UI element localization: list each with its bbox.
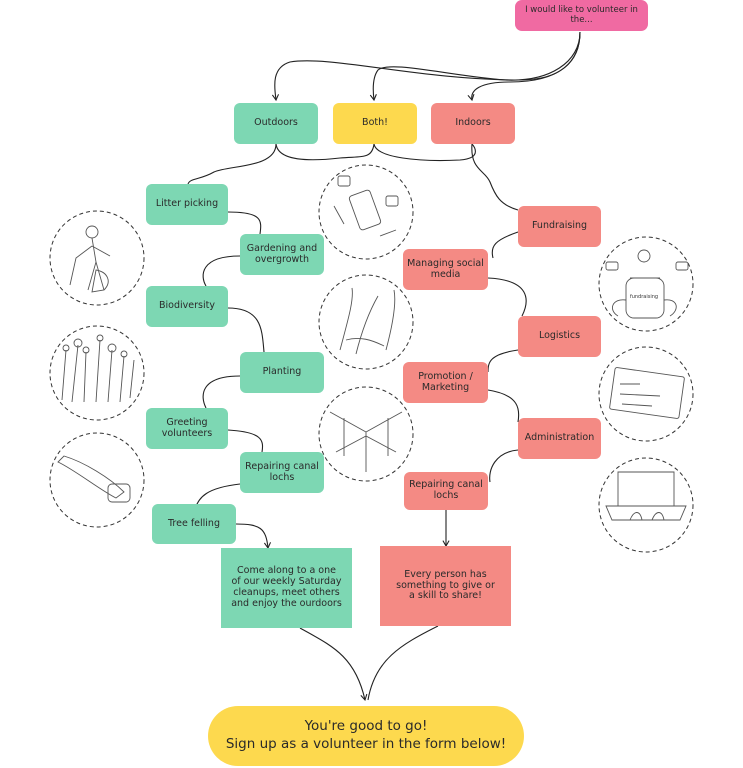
outdoor-outcome: Come along to a one of our weekly Saturd… bbox=[221, 548, 352, 628]
outdoors-node: Outdoors bbox=[234, 103, 318, 144]
connector-start-outdoors bbox=[271, 31, 581, 102]
indoor-outcome: Every person has something to give or a … bbox=[380, 546, 511, 626]
outdoor-item-planting: Planting bbox=[240, 352, 324, 393]
connector-choices-merge bbox=[275, 143, 375, 161]
connector-to-outdoor-list bbox=[187, 143, 277, 185]
planting-hands-icon bbox=[318, 274, 414, 370]
final-line-1: You're good to go! bbox=[304, 718, 428, 735]
svg-text:fundraising: fundraising bbox=[630, 294, 658, 300]
indoor-item-social-media: Managing social media bbox=[403, 249, 488, 290]
outdoor-item-tree-felling: Tree felling bbox=[152, 504, 236, 544]
connector-to-indoor-list bbox=[471, 143, 519, 211]
connector-start-indoors bbox=[467, 31, 581, 102]
wildflowers-icon bbox=[49, 325, 145, 421]
indoor-item-logistics: Logistics bbox=[518, 316, 601, 357]
gardener-with-shovel-icon bbox=[49, 210, 145, 306]
outdoor-item-litter-picking: Litter picking bbox=[146, 184, 228, 225]
outdoor-item-gardening: Gardening and overgrowth bbox=[240, 234, 324, 275]
chainsaw-icon bbox=[49, 432, 145, 528]
planning-board-icon bbox=[598, 346, 694, 442]
connector-outdoor-final bbox=[299, 627, 368, 702]
indoor-item-repairing-canal: Repairing canal lochs bbox=[404, 472, 488, 510]
final-signup-banner: You're good to go! Sign up as a voluntee… bbox=[208, 706, 524, 766]
connector-treefelling-outcome bbox=[235, 523, 272, 550]
connector-start-both bbox=[369, 31, 581, 102]
wooden-lock-gates-icon bbox=[318, 386, 414, 482]
outdoor-item-biodiversity: Biodiversity bbox=[146, 286, 228, 327]
both-node: Both! bbox=[333, 103, 417, 144]
start-node: I would like to volunteer in the... bbox=[515, 0, 648, 31]
indoor-item-promotion: Promotion / Marketing bbox=[403, 362, 488, 403]
laptop-typing-icon bbox=[598, 457, 694, 553]
phone-and-tools-icon bbox=[318, 164, 414, 260]
outdoor-item-repairing-canal: Repairing canal lochs bbox=[240, 452, 324, 493]
outdoor-item-greeting: Greeting volunteers bbox=[146, 408, 228, 449]
connector-indoor-final bbox=[367, 625, 439, 701]
indoor-item-fundraising: Fundraising bbox=[518, 206, 601, 247]
fundraising-jar-icon bbox=[598, 236, 694, 332]
final-line-2: Sign up as a volunteer in the form below… bbox=[225, 736, 507, 752]
indoors-node: Indoors bbox=[431, 103, 515, 144]
indoor-item-administration: Administration bbox=[518, 418, 601, 459]
